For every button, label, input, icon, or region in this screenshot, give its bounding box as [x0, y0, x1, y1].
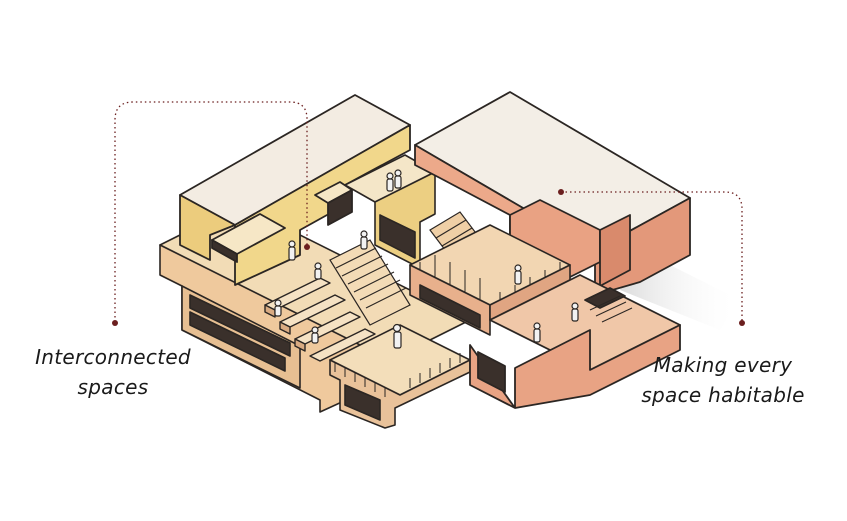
person-figure	[360, 230, 368, 250]
person-figure	[533, 322, 541, 343]
annotation-left: Interconnected spaces	[18, 342, 208, 402]
person-figure	[274, 299, 282, 317]
leader-dots	[112, 189, 745, 326]
person-figure	[288, 240, 296, 261]
annotation-left-line2: spaces	[77, 375, 149, 399]
annotation-right: Making every space habitable	[618, 350, 828, 410]
stepped-seating	[264, 277, 376, 362]
people-figures	[274, 169, 579, 349]
annotation-left-line1: Interconnected	[35, 345, 191, 369]
person-figure	[514, 264, 522, 285]
salmon-block	[414, 91, 691, 296]
person-figure	[386, 172, 394, 192]
person-figure	[394, 169, 402, 189]
lower-terrace	[329, 324, 471, 429]
annotation-right-line1: Making every	[653, 353, 793, 377]
right-balcony	[409, 224, 571, 336]
leader-dot	[558, 189, 564, 195]
central-stair	[329, 239, 411, 326]
person-figure	[311, 326, 319, 344]
yellow-block	[179, 94, 411, 286]
leader-dot	[739, 320, 745, 326]
person-figure	[571, 302, 579, 322]
person-figure	[392, 323, 402, 349]
annotation-right-line2: space habitable	[641, 383, 805, 407]
leader-dot	[304, 244, 310, 250]
leader-dot	[112, 320, 118, 326]
person-figure	[314, 262, 322, 280]
lower-right-volume	[469, 274, 681, 409]
